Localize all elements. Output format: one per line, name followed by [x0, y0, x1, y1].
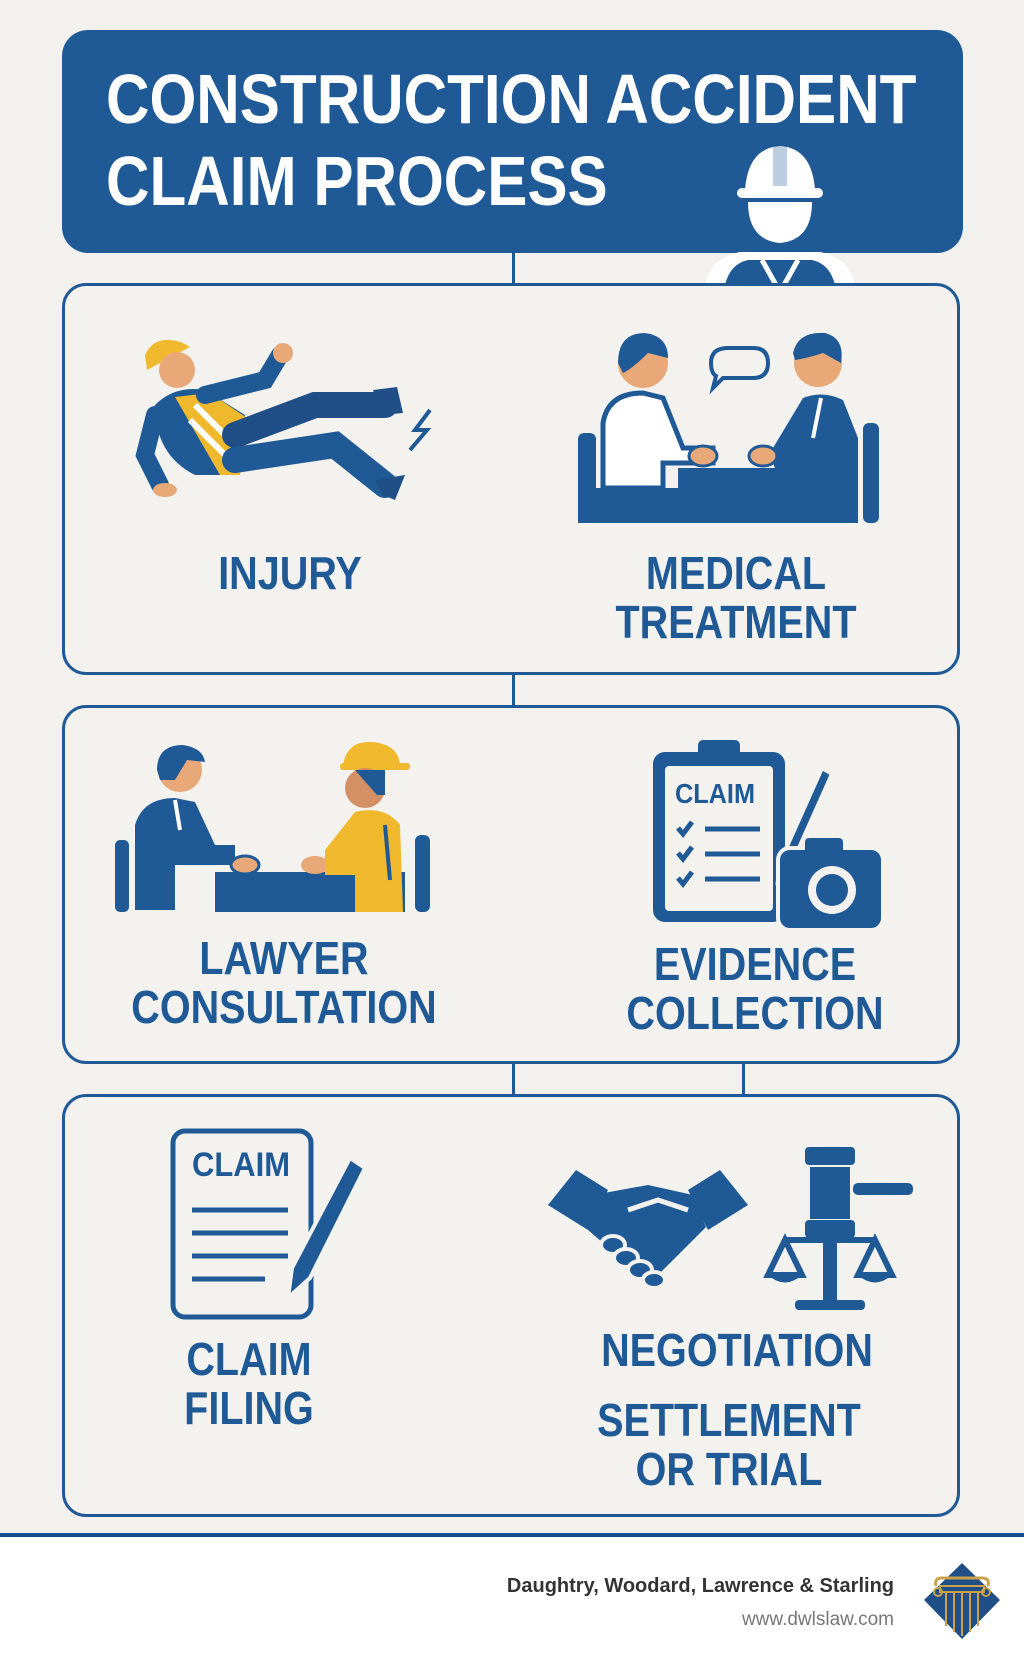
page-title-line1: CONSTRUCTION ACCIDENT [106, 60, 917, 138]
title-banner [62, 30, 963, 253]
connector-line [512, 675, 515, 705]
label-line: COLLECTION [626, 987, 884, 1039]
step-label-injury: INJURY [118, 549, 462, 598]
column-diamond-logo [924, 1563, 1000, 1639]
label-line: TREATMENT [615, 596, 857, 648]
footer-divider [0, 1533, 1024, 1537]
construction-worker-icon [705, 146, 855, 287]
handshake-icon [548, 1170, 748, 1290]
label-line: EVIDENCE [653, 938, 857, 990]
gavel-scales-icon [763, 1147, 913, 1310]
label-line: CONSULTATION [131, 981, 437, 1033]
connector-line [512, 253, 515, 283]
connector-line [512, 1064, 515, 1094]
label-line: SETTLEMENT [597, 1394, 861, 1446]
firm-name: Daughtry, Woodard, Lawrence & Starling [506, 1575, 894, 1597]
page-title-line2: CLAIM PROCESS [106, 142, 608, 220]
label-line: NEGOTIATION [601, 1324, 873, 1376]
clipboard-claim-text: CLAIM [675, 778, 755, 809]
firm-url[interactable]: www.dwlslaw.com [741, 1609, 894, 1630]
label-line: MEDICAL [645, 547, 827, 599]
label-line: CLAIM [186, 1333, 312, 1385]
label-line: OR TRIAL [635, 1443, 823, 1495]
step-label-negotiation: NEGOTIATION [565, 1326, 909, 1375]
clipboard-camera-icon: CLAIM [653, 740, 885, 932]
footer [0, 1537, 1024, 1666]
claim-document-icon: CLAIM [170, 1128, 368, 1320]
document-claim-text: CLAIM [192, 1146, 290, 1184]
connector-line [742, 1064, 745, 1094]
doctor-consultation-icon [578, 332, 879, 523]
falling-worker-icon [135, 339, 432, 500]
label-line: INJURY [218, 547, 362, 599]
label-line: LAWYER [199, 932, 369, 984]
lawyer-meeting-icon [115, 741, 430, 912]
label-line: FILING [184, 1382, 314, 1434]
